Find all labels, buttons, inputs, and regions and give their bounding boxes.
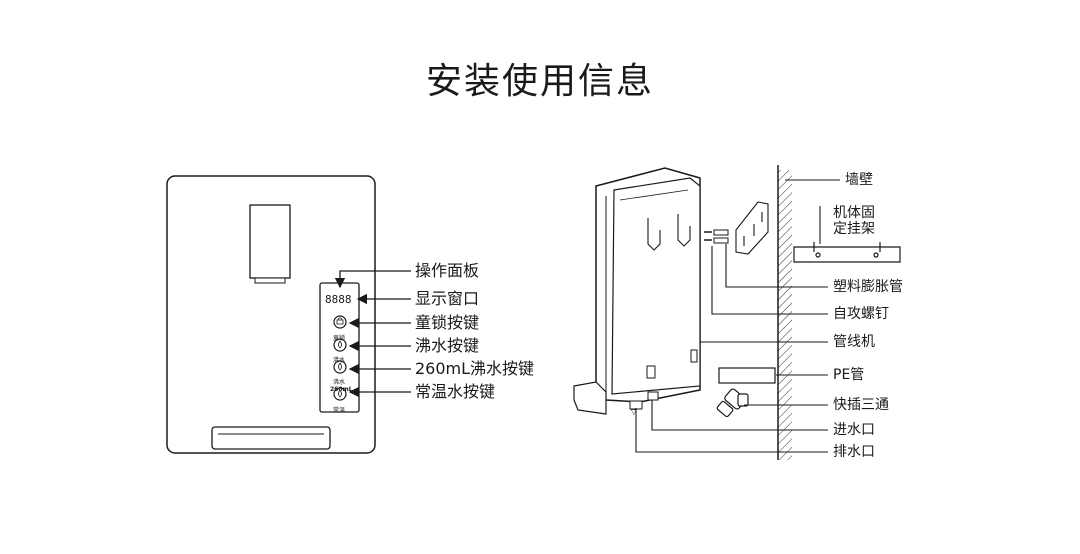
label-screw: 自攻螺钉 xyxy=(833,306,889,322)
quick-tee-shape xyxy=(716,388,749,418)
label-260ml-boil-button: 260mL沸水按键 xyxy=(415,359,535,378)
label-wall: 墙壁 xyxy=(845,172,873,188)
label-water-inlet: 进水口 xyxy=(833,422,875,438)
caption-child-lock: 童锁 xyxy=(333,335,346,342)
label-bracket-line1: 机体固 xyxy=(833,205,875,221)
dispenser-front-view xyxy=(166,175,376,454)
panel-buttons xyxy=(333,315,347,401)
label-pipe-machine: 管线机 xyxy=(833,334,875,350)
wall-bracket-detail xyxy=(793,242,901,263)
wall xyxy=(777,165,792,460)
page-title: 安装使用信息 xyxy=(425,61,654,102)
caption-boil: 沸水 xyxy=(333,357,346,364)
label-display-window: 显示窗口 xyxy=(415,289,480,308)
label-drain: 排水口 xyxy=(833,444,875,460)
drip-tray xyxy=(211,426,331,450)
wall-bracket-mounted xyxy=(735,201,769,255)
label-normal-temp-button: 常温水按键 xyxy=(415,382,496,401)
label-boil-button: 沸水按键 xyxy=(415,336,480,355)
anchors-screws xyxy=(704,229,729,244)
label-child-lock-button: 童锁按键 xyxy=(415,313,480,332)
child-lock-button-icon xyxy=(333,315,347,329)
dispenser-rear-view xyxy=(573,167,701,415)
caption-normal-temp: 常温 xyxy=(333,407,346,414)
label-bracket-line2: 定挂架 xyxy=(833,221,875,237)
pe-pipe-shape xyxy=(718,367,776,384)
boil-260ml-button-icon xyxy=(333,360,347,374)
left-leaders xyxy=(334,270,411,398)
caption-260ml: 260mL xyxy=(330,386,353,393)
right-leaders xyxy=(635,179,840,453)
svg-text:▽: ▽ xyxy=(631,408,637,416)
boil-button-icon xyxy=(333,338,347,352)
caption-boil-2: 沸水 xyxy=(333,379,346,386)
display-window-digits: 8888 xyxy=(325,293,352,306)
label-anchor: 塑料膨胀管 xyxy=(833,279,903,295)
label-quick-tee: 快插三通 xyxy=(833,397,889,413)
label-operation-panel: 操作面板 xyxy=(415,261,480,280)
label-pe-pipe: PE管 xyxy=(833,367,865,383)
normal-temp-button-icon xyxy=(333,387,347,401)
